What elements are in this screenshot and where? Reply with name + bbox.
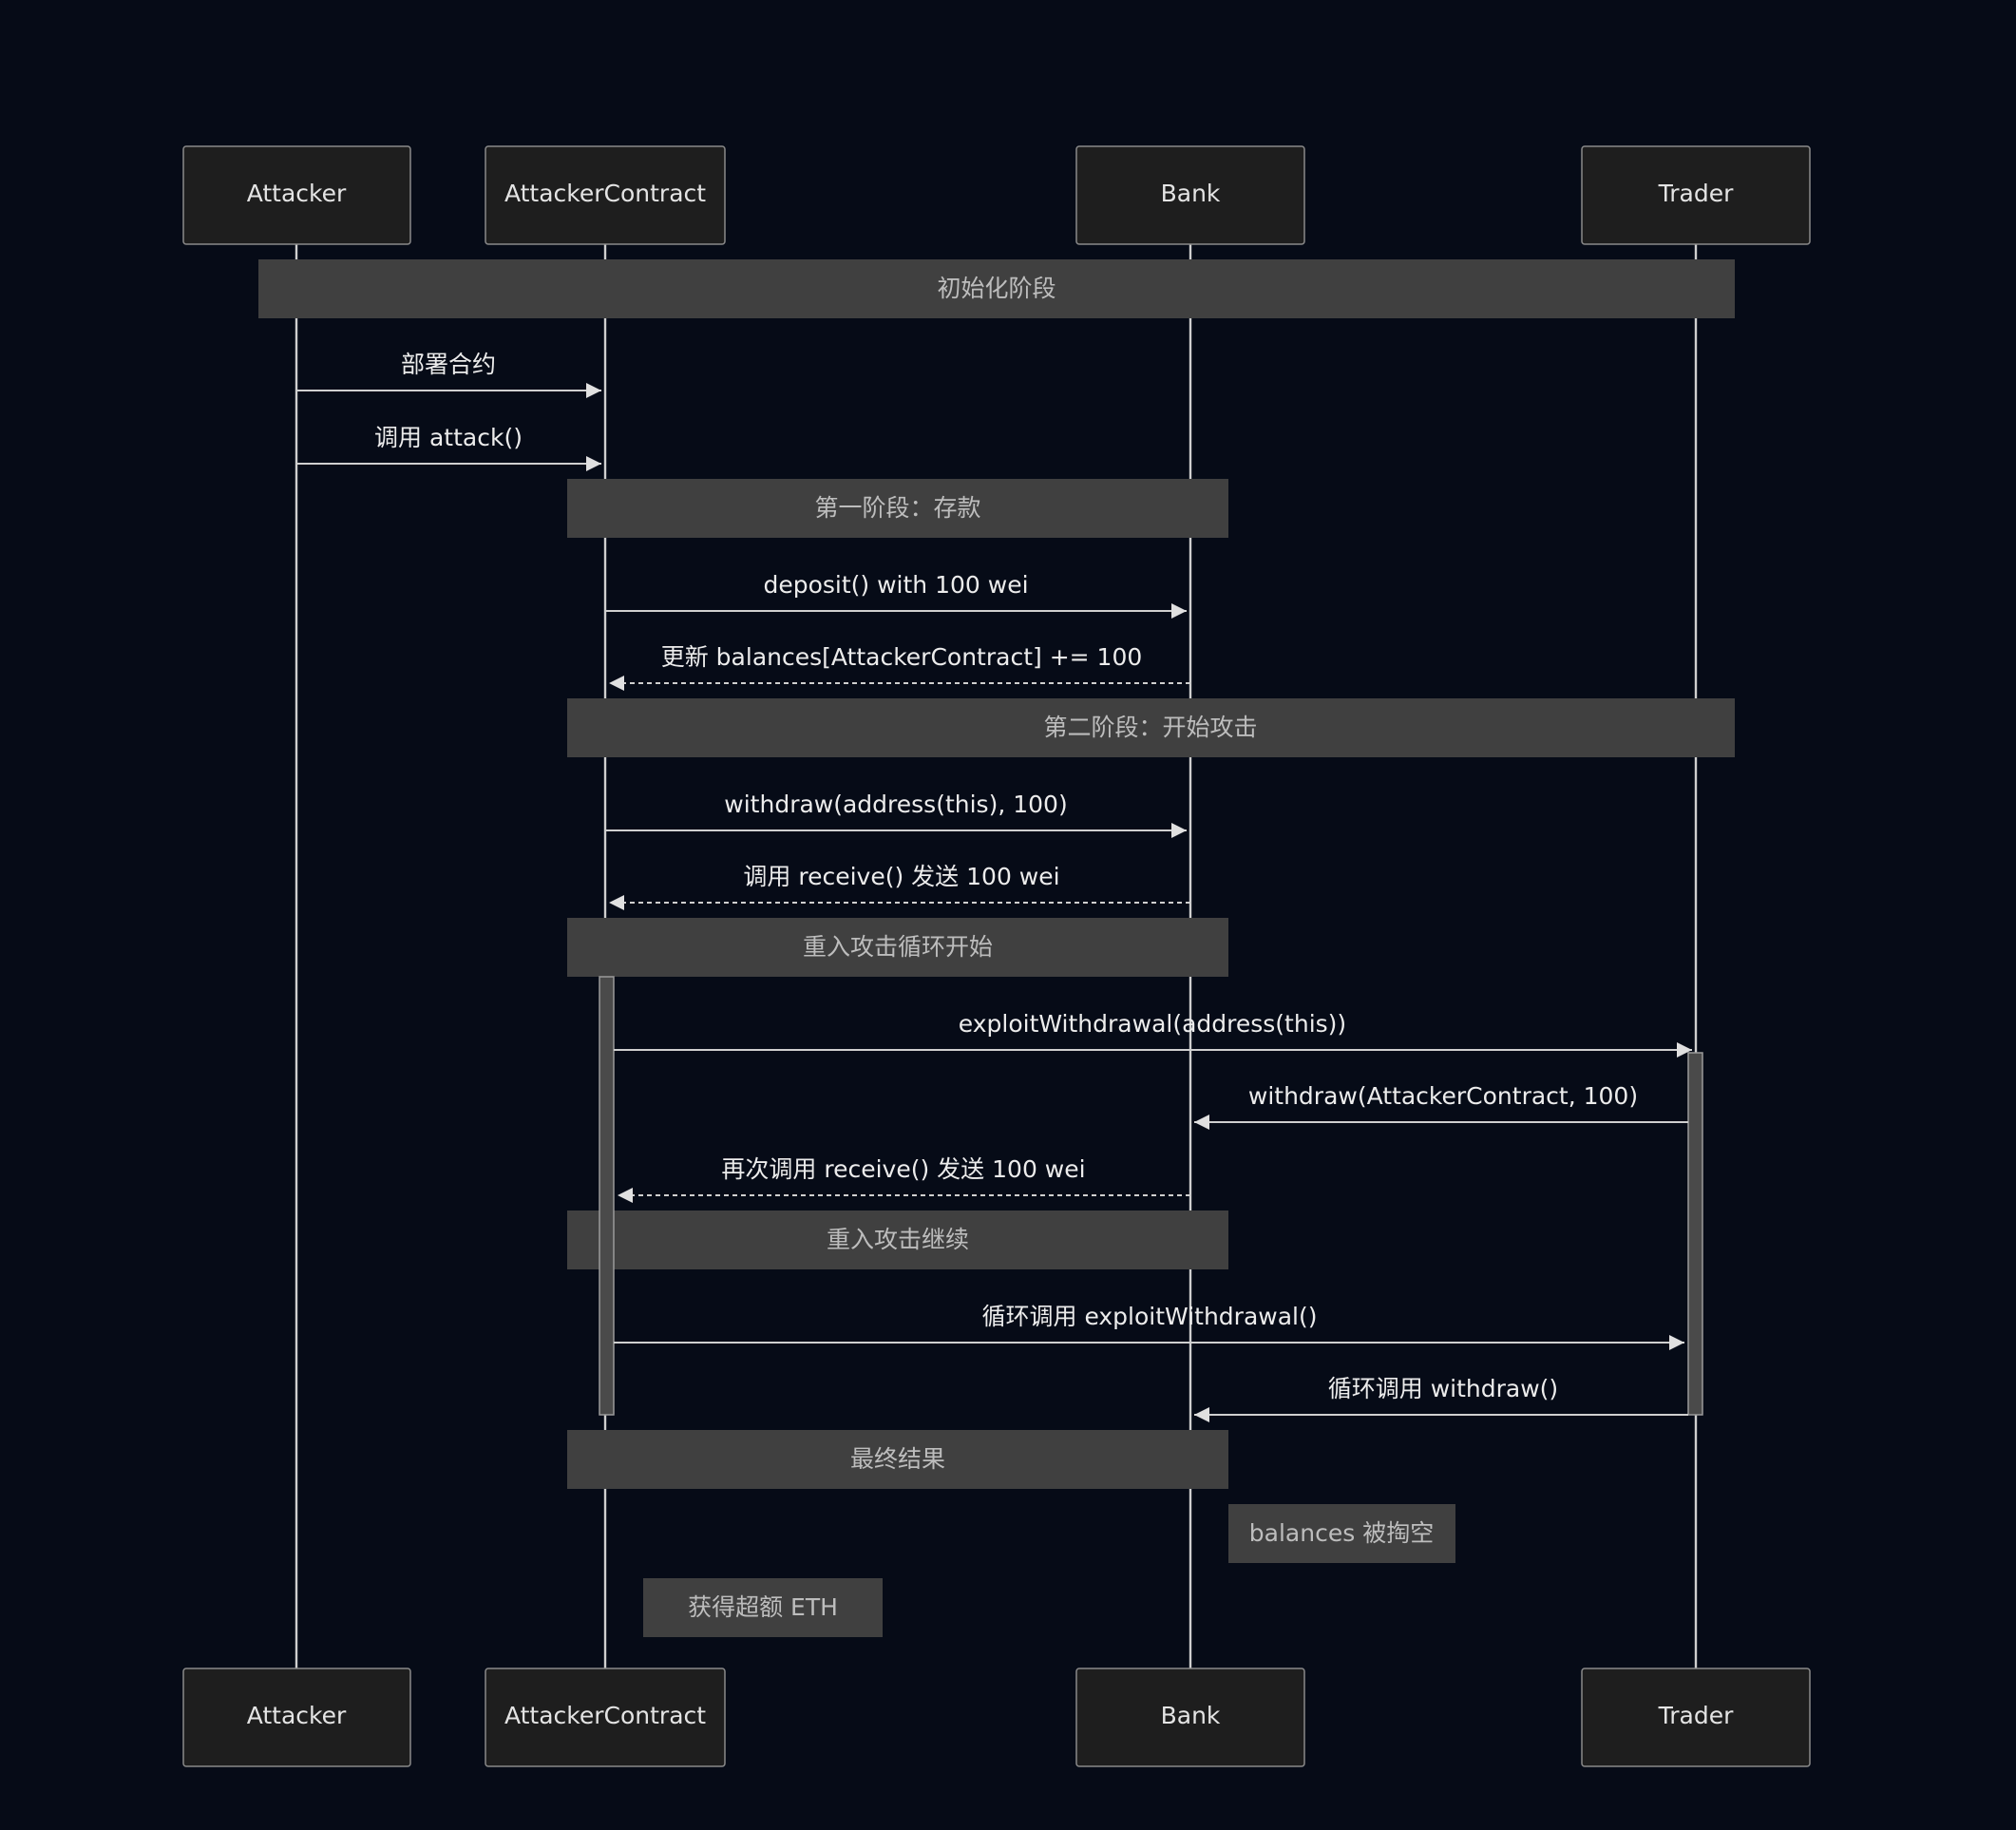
activation-attacker-contract xyxy=(599,976,615,1416)
message-deploy-label: 部署合约 xyxy=(401,351,496,378)
actor-bank-bottom: Bank xyxy=(1075,1668,1305,1767)
note-phase2: 第二阶段：开始攻击 xyxy=(567,698,1735,757)
message-loop-withdraw-label: 循环调用 withdraw() xyxy=(1328,1375,1558,1402)
actor-attacker-contract-bottom-label: AttackerContract xyxy=(504,1702,706,1729)
message-call-attack: 调用 attack() xyxy=(296,424,601,471)
note-reentry-start: 重入攻击循环开始 xyxy=(567,918,1228,977)
note-init-phase-label: 初始化阶段 xyxy=(937,275,1056,302)
actor-attacker-contract-top: AttackerContract xyxy=(485,145,726,245)
note-reentry-start-label: 重入攻击循环开始 xyxy=(803,933,993,961)
note-phase2-label: 第二阶段：开始攻击 xyxy=(1043,714,1257,741)
actor-attacker-contract-top-label: AttackerContract xyxy=(504,180,706,207)
note-final-result-label: 最终结果 xyxy=(850,1445,945,1473)
actor-trader-top-label: Trader xyxy=(1658,180,1734,207)
message-update-balance-label: 更新 balances[AttackerContract] += 100 xyxy=(661,643,1143,671)
note-balances-drained: balances 被掏空 xyxy=(1228,1504,1455,1563)
message-loop-exploit-label: 循环调用 exploitWithdrawal() xyxy=(982,1303,1318,1330)
note-excess-eth: 获得超额 ETH xyxy=(643,1578,883,1637)
actor-trader-bottom-label: Trader xyxy=(1658,1702,1734,1729)
message-exploit: exploitWithdrawal(address(this)) xyxy=(614,1010,1692,1058)
message-receive-again-label: 再次调用 receive() 发送 100 wei xyxy=(721,1155,1085,1183)
note-init-phase: 初始化阶段 xyxy=(258,259,1735,318)
note-phase1: 第一阶段：存款 xyxy=(567,479,1228,538)
activation-trader xyxy=(1687,1052,1703,1416)
message-call-attack-label: 调用 attack() xyxy=(374,424,523,451)
actor-attacker-contract-bottom: AttackerContract xyxy=(485,1668,726,1767)
message-loop-exploit: 循环调用 exploitWithdrawal() xyxy=(614,1303,1684,1350)
message-deposit-label: deposit() with 100 wei xyxy=(763,571,1028,599)
note-final-result: 最终结果 xyxy=(567,1430,1228,1489)
note-phase1-label: 第一阶段：存款 xyxy=(814,494,980,522)
message-update-balance: 更新 balances[AttackerContract] += 100 xyxy=(609,643,1190,691)
actor-trader-bottom: Trader xyxy=(1581,1668,1811,1767)
message-withdraw: withdraw(address(this), 100) xyxy=(605,791,1187,838)
note-reentry-continue: 重入攻击继续 xyxy=(567,1210,1228,1269)
message-withdraw-trader-label: withdraw(AttackerContract, 100) xyxy=(1248,1082,1638,1110)
actor-bank-top: Bank xyxy=(1075,145,1305,245)
actor-bank-bottom-label: Bank xyxy=(1161,1702,1221,1729)
note-reentry-continue-label: 重入攻击继续 xyxy=(827,1226,969,1253)
message-deposit: deposit() with 100 wei xyxy=(605,571,1187,619)
message-receive-again: 再次调用 receive() 发送 100 wei xyxy=(618,1155,1190,1203)
message-receive-send-label: 调用 receive() 发送 100 wei xyxy=(743,863,1059,890)
actor-attacker-top-label: Attacker xyxy=(247,180,347,207)
message-withdraw-label: withdraw(address(this), 100) xyxy=(724,791,1067,818)
actor-attacker-bottom-label: Attacker xyxy=(247,1702,347,1729)
actor-attacker-top: Attacker xyxy=(182,145,411,245)
actor-trader-top: Trader xyxy=(1581,145,1811,245)
message-exploit-label: exploitWithdrawal(address(this)) xyxy=(959,1010,1346,1038)
message-withdraw-trader: withdraw(AttackerContract, 100) xyxy=(1194,1082,1688,1130)
message-loop-withdraw: 循环调用 withdraw() xyxy=(1194,1375,1688,1422)
note-excess-eth-label: 获得超额 ETH xyxy=(688,1593,838,1621)
message-deploy: 部署合约 xyxy=(296,351,601,398)
actor-bank-top-label: Bank xyxy=(1161,180,1221,207)
message-receive-send: 调用 receive() 发送 100 wei xyxy=(609,863,1190,910)
actor-attacker-bottom: Attacker xyxy=(182,1668,411,1767)
note-balances-drained-label: balances 被掏空 xyxy=(1249,1519,1434,1547)
